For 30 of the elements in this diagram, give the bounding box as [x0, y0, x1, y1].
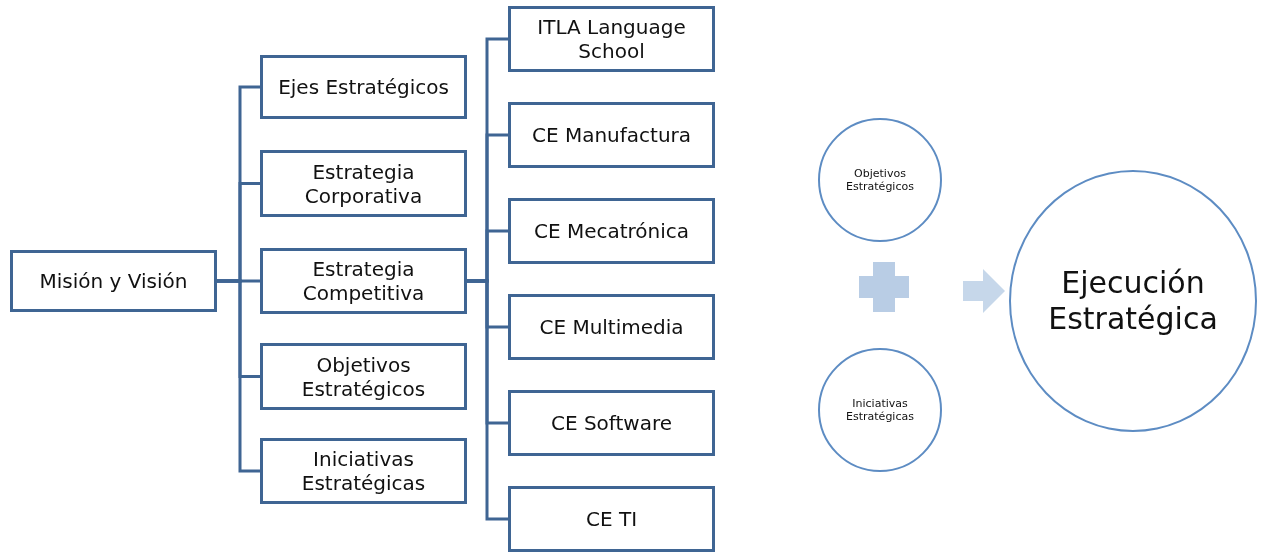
- process-box: [508, 198, 715, 264]
- process-box: [260, 438, 467, 504]
- process-box: [508, 6, 715, 72]
- node-text: Iniciativas Estratégicas: [845, 397, 915, 423]
- block-arrow: [963, 269, 1005, 313]
- process-box: [508, 102, 715, 168]
- node-text: ITLA Language School: [536, 15, 687, 63]
- node-text: CE Manufactura: [531, 123, 692, 147]
- node-text: Objetivos Estratégicos: [300, 352, 427, 401]
- node-text: CE TI: [585, 507, 638, 531]
- node-text: Ejes Estratégicos: [278, 75, 449, 99]
- process-box: [260, 55, 467, 119]
- node-text: CE Software: [550, 411, 673, 435]
- node-text: Iniciativas Estratégicas: [300, 447, 427, 495]
- node-text: CE Multimedia: [539, 315, 684, 339]
- node-text: Misión y Visión: [39, 269, 188, 293]
- node-text: Objetivos Estratégicos: [845, 167, 915, 193]
- process-box: [260, 343, 467, 410]
- node-text: Estrategia Competitiva: [301, 257, 426, 305]
- process-box: [10, 250, 217, 312]
- process-box: [260, 150, 467, 217]
- node-text: CE Mecatrónica: [533, 219, 690, 243]
- connector-line: [217, 279, 260, 473]
- connector-line: [467, 279, 508, 521]
- process-box: [508, 390, 715, 456]
- node-text: Ejecución Estratégica: [1047, 265, 1219, 337]
- process-box: [260, 248, 467, 314]
- node-text: Estrategia Corporativa: [303, 159, 424, 208]
- process-box: [508, 486, 715, 552]
- process-box: [508, 294, 715, 360]
